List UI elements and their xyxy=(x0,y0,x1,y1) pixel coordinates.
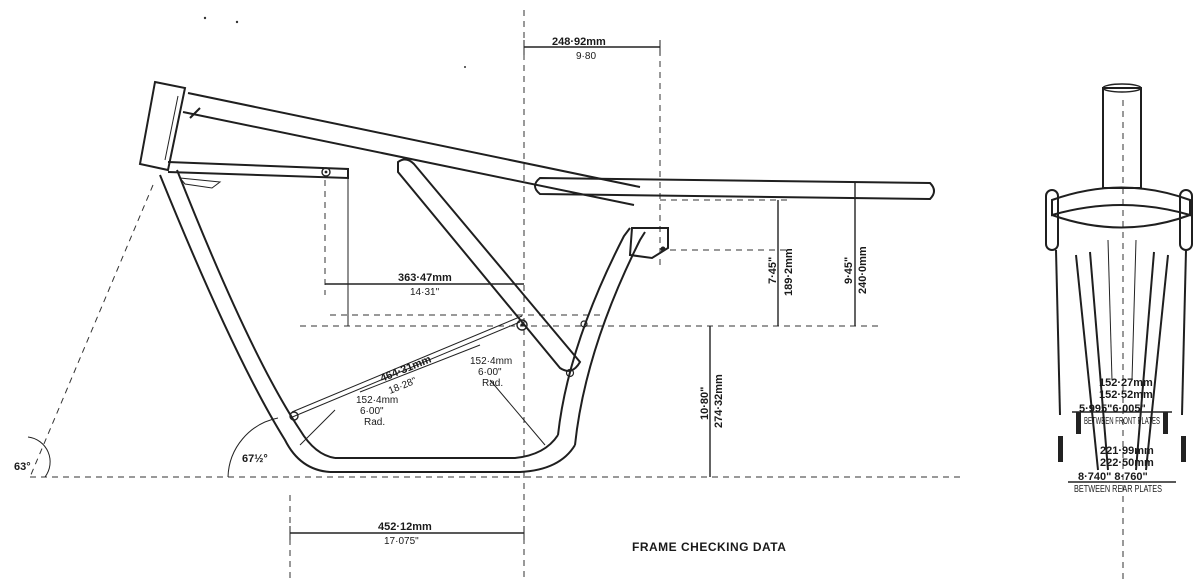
rear-in: 8·740" 8·760" xyxy=(1078,471,1148,483)
angle-seat: 67½° xyxy=(242,453,268,465)
front-view-frame xyxy=(1045,83,1193,483)
dim-vert-rear-in: 7·45" xyxy=(767,257,779,284)
dim-rad-left-note: Rad. xyxy=(364,417,385,428)
dimension-lines xyxy=(27,40,856,540)
dim-rad-left-mm: 152·4mm xyxy=(356,395,398,406)
front-in: 5·995"6·005" xyxy=(1079,403,1146,415)
dim-vert-low-mm: 274·32mm xyxy=(713,374,725,428)
radius-leaders xyxy=(299,379,546,446)
dimension-labels: 248·92mm 9·80 363·47mm 14·31" 464·31mm 1… xyxy=(14,36,869,554)
dim-rad-right-note: Rad. xyxy=(482,378,503,389)
specks xyxy=(203,16,466,68)
rear-note: BETWEEN REAR PLATES xyxy=(1074,484,1162,495)
construction-lines xyxy=(29,10,1124,580)
dim-rad-left-in: 6·00" xyxy=(360,406,384,417)
rear-mm-b: 222·50mm xyxy=(1100,457,1154,469)
dim-bottom-mm: 452·12mm xyxy=(378,521,432,533)
dim-vert-far-mm: 240·0mm xyxy=(857,246,869,294)
dim-mid-mm: 363·47mm xyxy=(398,272,452,284)
dim-rad-right-in: 6·00" xyxy=(478,367,502,378)
side-view-frame xyxy=(138,80,935,473)
drawing-title: FRAME CHECKING DATA xyxy=(632,540,786,554)
rear-mm-a: 221·99mm xyxy=(1100,445,1154,457)
front-note: BETWEEN FRONT PLATES xyxy=(1084,416,1160,427)
dim-vert-far-in: 9·45" xyxy=(843,257,855,284)
front-mm-b: 152·52mm xyxy=(1099,389,1153,401)
dim-top-in: 9·80 xyxy=(576,51,596,62)
pivot-points xyxy=(289,167,666,421)
dim-vert-rear-mm: 189·2mm xyxy=(783,248,795,296)
dim-bottom-in: 17·075" xyxy=(384,536,419,547)
dim-vert-low-in: 10·80" xyxy=(699,387,711,420)
angle-head: 63° xyxy=(14,461,31,473)
front-view-labels: 152·27mm 152·52mm 5·995"6·005" BETWEEN F… xyxy=(1074,377,1162,495)
dim-top-mm: 248·92mm xyxy=(552,36,606,48)
dim-mid-in: 14·31" xyxy=(410,287,440,298)
dim-rad-right-mm: 152·4mm xyxy=(470,356,512,367)
front-mm-a: 152·27mm xyxy=(1099,377,1153,389)
